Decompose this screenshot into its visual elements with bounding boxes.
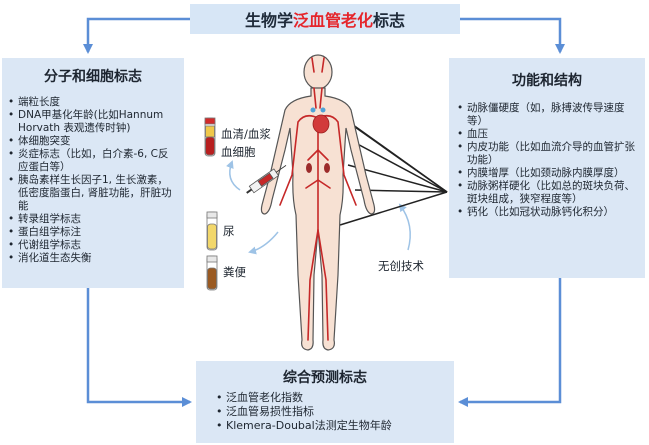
curve-arrow-urine xyxy=(248,231,279,255)
molecular-cellular-panel: 分子和细胞标志 端粒长度 DNA甲基化年龄(比如Hannum Horvath 表… xyxy=(2,58,184,288)
list-item: 胰岛素样生长因子1, 生长激素，低密度脂蛋白, 肾脏功能，肝脏功能 xyxy=(8,174,178,213)
diagram-title: 生物学泛血管老化标志 xyxy=(190,4,460,34)
title-prefix: 生物学 xyxy=(244,11,293,30)
list-item: 转录组学标志 xyxy=(8,213,178,226)
list-item: 动脉粥样硬化（比如总的斑块负荷、斑块组成，狭窄程度等） xyxy=(457,180,639,206)
title-highlight: 泛血管老化 xyxy=(292,11,373,30)
label-urine: 尿 xyxy=(223,224,235,238)
integrated-prediction-panel: 综合预测标志 泛血管老化指数 泛血管易损性指标 Klemera-Doubal法测… xyxy=(196,361,454,443)
curve-arrow-blood xyxy=(226,160,241,191)
list-item: 体细胞突变 xyxy=(8,135,178,148)
label-feces: 粪便 xyxy=(223,265,246,279)
arrow-title-to-right xyxy=(460,17,565,54)
list-item: 代谢组学标志 xyxy=(8,239,178,252)
list-item: 动脉僵硬度（如，脉搏波传导速度等） xyxy=(457,102,639,128)
list-item: DNA甲基化年龄(比如Hannum Horvath 表观遗传时钟) xyxy=(8,109,178,135)
label-blood-cells: 血细胞 xyxy=(221,145,256,159)
list-item: 内膜增厚（比如颈动脉内膜厚度） xyxy=(457,167,639,180)
label-noninvasive: 无创技术 xyxy=(378,259,424,273)
tube-urine xyxy=(206,211,218,251)
arrow-title-to-left xyxy=(83,17,190,54)
head xyxy=(303,54,333,90)
syringe xyxy=(246,165,287,194)
list-item: 内皮功能（比如血流介导的血管扩张功能） xyxy=(457,141,639,167)
left-panel-heading: 分子和细胞标志 xyxy=(44,69,142,85)
flow-arrows xyxy=(83,17,565,407)
list-item: 消化道生态失衡 xyxy=(8,252,178,265)
kidneys xyxy=(306,163,330,173)
list-item: 蛋白组学标注 xyxy=(8,226,178,239)
arrow-right-to-bottom xyxy=(458,278,562,407)
right-panel-list: 动脉僵硬度（如，脉搏波传导速度等） 血压 内皮功能（比如血流介导的血管扩张功能）… xyxy=(449,102,645,219)
carotid-markers xyxy=(310,107,326,113)
function-structure-panel: 功能和结构 动脉僵硬度（如，脉搏波传导速度等） 血压 内皮功能（比如血流介导的血… xyxy=(449,58,645,278)
list-item: 泛血管老化指数 xyxy=(216,391,454,405)
list-item: 炎症标志（比如，白介素-6, C反应蛋白等） xyxy=(8,148,178,174)
heart xyxy=(312,114,330,134)
curve-arrow-noninvasive xyxy=(398,203,411,251)
list-item: 泛血管易损性指标 xyxy=(216,405,454,419)
sample-arrows xyxy=(226,160,411,255)
title-suffix: 标志 xyxy=(373,11,406,30)
tube-serum xyxy=(204,117,216,157)
bottom-panel-list: 泛血管老化指数 泛血管易损性指标 Klemera-Doubal法测定生物年龄 xyxy=(196,391,454,433)
arrow-left-to-bottom xyxy=(86,288,192,407)
left-panel-list: 端粒长度 DNA甲基化年龄(比如Hannum Horvath 表观遗传时钟) 体… xyxy=(2,96,184,265)
list-item: 血压 xyxy=(457,128,639,141)
bottom-panel-heading: 综合预测标志 xyxy=(283,370,367,386)
list-item: Klemera-Doubal法测定生物年龄 xyxy=(216,419,454,433)
arteries xyxy=(279,57,357,341)
list-item: 钙化（比如冠状动脉钙化积分） xyxy=(457,206,639,219)
list-item: 端粒长度 xyxy=(8,96,178,109)
label-serum-plasma: 血清/血浆 xyxy=(221,127,271,141)
tube-feces xyxy=(206,255,218,291)
right-panel-heading: 功能和结构 xyxy=(512,73,582,89)
